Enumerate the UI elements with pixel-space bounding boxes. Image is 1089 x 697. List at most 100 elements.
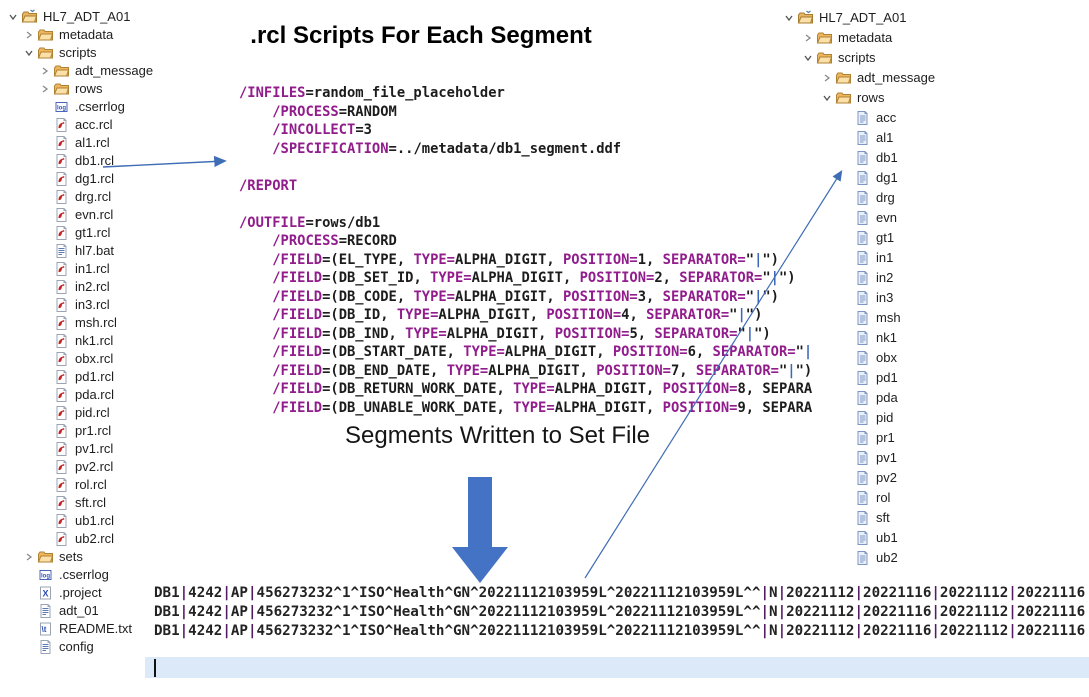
down-block-arrow bbox=[452, 477, 508, 583]
tree-item-acc-rcl[interactable]: acc.rcl bbox=[4, 116, 153, 134]
tree-item-in3[interactable]: in3 bbox=[778, 288, 935, 308]
tree-item-scripts[interactable]: scripts bbox=[4, 44, 153, 62]
tree-item-ub2[interactable]: ub2 bbox=[778, 548, 935, 568]
tree-item-evn[interactable]: evn bbox=[778, 208, 935, 228]
tree-item-in2[interactable]: in2 bbox=[778, 268, 935, 288]
tree-item-msh[interactable]: msh bbox=[778, 308, 935, 328]
tree-item-db1-rcl[interactable]: db1.rcl bbox=[4, 152, 153, 170]
tree-item-in2-rcl[interactable]: in2.rcl bbox=[4, 278, 153, 296]
folder-icon bbox=[834, 70, 852, 86]
rcl-icon bbox=[52, 387, 70, 403]
rowfile-icon bbox=[853, 190, 871, 206]
tree-item-sft-rcl[interactable]: sft.rcl bbox=[4, 494, 153, 512]
tree-item-rows[interactable]: rows bbox=[778, 88, 935, 108]
tree-item-label: ub2 bbox=[876, 550, 898, 565]
rcl-icon bbox=[52, 171, 70, 187]
tree-item-config[interactable]: config bbox=[4, 638, 153, 656]
chevron-collapsed-icon[interactable] bbox=[801, 32, 815, 44]
tree-item-metadata[interactable]: metadata bbox=[4, 26, 153, 44]
rcl-icon bbox=[52, 135, 70, 151]
rcl-icon bbox=[52, 495, 70, 511]
rowfile-icon bbox=[853, 230, 871, 246]
tree-item-rol-rcl[interactable]: rol.rcl bbox=[4, 476, 153, 494]
chevron-collapsed-icon[interactable] bbox=[22, 551, 36, 563]
tree-item-ub1-rcl[interactable]: ub1.rcl bbox=[4, 512, 153, 530]
right-project-tree: HL7_ADT_A01 metadata scripts adt_message… bbox=[778, 8, 935, 568]
tree-item-hl7-adt-a01[interactable]: HL7_ADT_A01 bbox=[4, 8, 153, 26]
tree-item-drg-rcl[interactable]: drg.rcl bbox=[4, 188, 153, 206]
tree-item-metadata[interactable]: metadata bbox=[778, 28, 935, 48]
tree-item--cserrlog[interactable]: log.cserrlog bbox=[4, 98, 153, 116]
tree-item-in1[interactable]: in1 bbox=[778, 248, 935, 268]
tree-item-ub2-rcl[interactable]: ub2.rcl bbox=[4, 530, 153, 548]
tree-item-label: metadata bbox=[59, 27, 114, 42]
segments-written-label: Segments Written to Set File bbox=[344, 422, 650, 449]
chevron-expanded-icon[interactable] bbox=[782, 12, 796, 24]
tree-item-adt-message[interactable]: adt_message bbox=[778, 68, 935, 88]
tree-item-scripts[interactable]: scripts bbox=[778, 48, 935, 68]
chevron-collapsed-icon[interactable] bbox=[22, 29, 36, 41]
chevron-expanded-icon[interactable] bbox=[6, 11, 20, 23]
tree-item-ub1[interactable]: ub1 bbox=[778, 528, 935, 548]
chevron-expanded-icon[interactable] bbox=[801, 52, 815, 64]
tree-item-nk1-rcl[interactable]: nk1.rcl bbox=[4, 332, 153, 350]
tree-item-label: pd1 bbox=[876, 370, 898, 385]
tree-item-rol[interactable]: rol bbox=[778, 488, 935, 508]
tree-item-pv2[interactable]: pv2 bbox=[778, 468, 935, 488]
tree-item-dg1[interactable]: dg1 bbox=[778, 168, 935, 188]
tree-item-al1[interactable]: al1 bbox=[778, 128, 935, 148]
chevron-placeholder bbox=[38, 443, 52, 455]
tree-item-pd1-rcl[interactable]: pd1.rcl bbox=[4, 368, 153, 386]
rowfile-icon bbox=[853, 450, 871, 466]
tree-item-hl7-adt-a01[interactable]: HL7_ADT_A01 bbox=[778, 8, 935, 28]
tree-item-gt1[interactable]: gt1 bbox=[778, 228, 935, 248]
tree-item-obx-rcl[interactable]: obx.rcl bbox=[4, 350, 153, 368]
chevron-collapsed-icon[interactable] bbox=[820, 72, 834, 84]
tree-item-drg[interactable]: drg bbox=[778, 188, 935, 208]
folder-icon bbox=[36, 27, 54, 43]
rcl-icon bbox=[52, 333, 70, 349]
chevron-collapsed-icon[interactable] bbox=[38, 83, 52, 95]
chevron-expanded-icon[interactable] bbox=[820, 92, 834, 104]
tree-item-pda-rcl[interactable]: pda.rcl bbox=[4, 386, 153, 404]
tree-item-pv2-rcl[interactable]: pv2.rcl bbox=[4, 458, 153, 476]
editor-current-line-highlight[interactable] bbox=[145, 657, 1089, 678]
tree-item-pr1[interactable]: pr1 bbox=[778, 428, 935, 448]
txt-icon bbox=[52, 243, 70, 259]
tree-item-pv1[interactable]: pv1 bbox=[778, 448, 935, 468]
tree-item-gt1-rcl[interactable]: gt1.rcl bbox=[4, 224, 153, 242]
tree-item-sets[interactable]: sets bbox=[4, 548, 153, 566]
tree-item--cserrlog[interactable]: log.cserrlog bbox=[4, 566, 153, 584]
tree-item-in3-rcl[interactable]: in3.rcl bbox=[4, 296, 153, 314]
tree-item-acc[interactable]: acc bbox=[778, 108, 935, 128]
tree-item-adt-message[interactable]: adt_message bbox=[4, 62, 153, 80]
tree-item-pr1-rcl[interactable]: pr1.rcl bbox=[4, 422, 153, 440]
tree-item-pid[interactable]: pid bbox=[778, 408, 935, 428]
tree-item-dg1-rcl[interactable]: dg1.rcl bbox=[4, 170, 153, 188]
chevron-placeholder bbox=[38, 335, 52, 347]
chevron-placeholder bbox=[22, 569, 36, 581]
tree-item-label: evn.rcl bbox=[75, 207, 114, 222]
tree-item-pv1-rcl[interactable]: pv1.rcl bbox=[4, 440, 153, 458]
tree-item-sft[interactable]: sft bbox=[778, 508, 935, 528]
tree-item-adt-01[interactable]: adt_01 bbox=[4, 602, 153, 620]
tree-item-pid-rcl[interactable]: pid.rcl bbox=[4, 404, 153, 422]
tree-item-in1-rcl[interactable]: in1.rcl bbox=[4, 260, 153, 278]
tree-item-db1[interactable]: db1 bbox=[778, 148, 935, 168]
tree-item-nk1[interactable]: nk1 bbox=[778, 328, 935, 348]
chevron-expanded-icon[interactable] bbox=[22, 47, 36, 59]
tree-item-al1-rcl[interactable]: al1.rcl bbox=[4, 134, 153, 152]
chevron-collapsed-icon[interactable] bbox=[38, 65, 52, 77]
tree-item-hl7-bat[interactable]: hl7.bat bbox=[4, 242, 153, 260]
chevron-placeholder bbox=[38, 281, 52, 293]
tree-item-msh-rcl[interactable]: msh.rcl bbox=[4, 314, 153, 332]
rowfile-icon bbox=[853, 470, 871, 486]
tree-item-pd1[interactable]: pd1 bbox=[778, 368, 935, 388]
tree-item--project[interactable]: X.project bbox=[4, 584, 153, 602]
tree-item-obx[interactable]: obx bbox=[778, 348, 935, 368]
tree-item-label: hl7.bat bbox=[75, 243, 115, 258]
tree-item-pda[interactable]: pda bbox=[778, 388, 935, 408]
tree-item-evn-rcl[interactable]: evn.rcl bbox=[4, 206, 153, 224]
tree-item-rows[interactable]: rows bbox=[4, 80, 153, 98]
